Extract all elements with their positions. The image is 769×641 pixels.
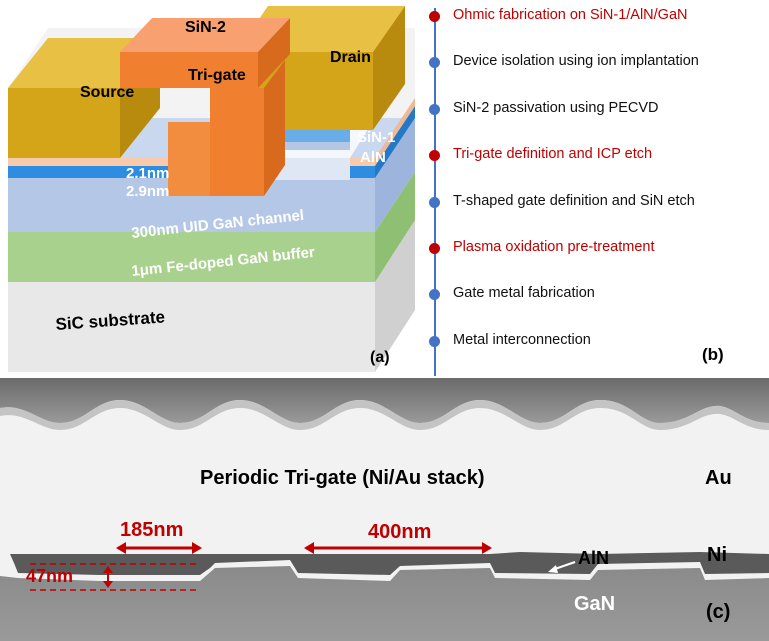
drain-side <box>373 6 405 130</box>
gan-channel-front <box>8 178 375 232</box>
gate-label: Tri-gate <box>188 67 246 84</box>
process-step-label: Tri-gate definition and ICP etch <box>453 146 653 163</box>
process-step-label: Gate metal fabrication <box>453 285 595 302</box>
aln-label: AlN <box>360 149 386 166</box>
process-step-label: Metal interconnection <box>453 331 591 348</box>
process-step-label: Device isolation using ion implantation <box>453 53 699 70</box>
sin2-label: SiN-2 <box>185 19 226 36</box>
drain-label: Drain <box>330 49 371 66</box>
step-dot <box>429 57 440 69</box>
gan-label: GaN <box>574 593 615 615</box>
sin1-layer-side <box>375 98 415 166</box>
panel-c-label: (c) <box>706 601 730 623</box>
tem-image-svg: 185nm 400nm 47nm Periodic Tri-gate (Ni/A… <box>0 378 769 641</box>
step-dot <box>429 11 440 22</box>
sic-substrate-side <box>375 220 415 372</box>
process-step-label: Plasma oxidation pre-treatment <box>453 239 655 255</box>
aln-pointer-head <box>548 565 558 573</box>
gate-head-side <box>258 18 290 88</box>
top-layer <box>0 378 769 423</box>
pitch-label: 400nm <box>368 521 431 543</box>
step-dot <box>429 243 440 254</box>
panel-b-label: (b) <box>702 345 724 364</box>
pitch-arrow-head-left <box>304 542 314 554</box>
aln-layer-side <box>375 106 415 178</box>
tem-title: Periodic Tri-gate (Ni/Au stack) <box>200 467 485 489</box>
gate-stem-front <box>210 88 264 196</box>
gate-stem-side <box>264 60 285 196</box>
gate-head-front <box>120 52 258 88</box>
panel-c-tem-image: 185nm 400nm 47nm Periodic Tri-gate (Ni/A… <box>0 378 769 641</box>
process-step-label: T-shaped gate definition and SiN etch <box>453 192 695 209</box>
source-label: Source <box>80 84 134 101</box>
au-label: Au <box>705 467 732 489</box>
step-dot <box>429 289 440 301</box>
step-dot <box>429 335 440 347</box>
panel-a-label: (a) <box>370 349 390 366</box>
aln-thickness-label: 2.9nm <box>126 183 169 200</box>
step-dot <box>429 196 440 208</box>
sin1-label: SiN-1 <box>357 129 395 146</box>
gan-buffer-side <box>375 172 415 282</box>
device-schematic-svg: SiN-2 Drain Tri-gate Source SiN-1 AlN 2.… <box>8 6 415 372</box>
process-step-label: SiN-2 passivation using PECVD <box>453 99 659 116</box>
ni-label: Ni <box>707 544 727 566</box>
gan-channel-side <box>375 118 415 232</box>
sin1-thickness-label: 2.1nm <box>126 165 169 182</box>
width-arrow-head-right <box>192 542 202 554</box>
depth-arrow-head-down <box>103 581 113 588</box>
source-front <box>8 88 120 158</box>
panel-b-process-flow: Ohmic fabrication on SiN-1/AlN/GaN Device… <box>420 0 769 378</box>
sic-substrate-front <box>8 282 375 372</box>
process-step-label: Ohmic fabrication on SiN-1/AlN/GaN <box>453 7 688 23</box>
depth-label: 47nm <box>26 566 73 586</box>
timeline-line <box>434 8 436 376</box>
gan-region <box>0 566 769 641</box>
top-interface <box>0 400 769 430</box>
aln-tem-label: AlN <box>578 548 609 568</box>
gate-stem-left <box>168 122 210 196</box>
gan-buffer-front <box>8 232 375 282</box>
depth-arrow-head-up <box>103 566 113 573</box>
panel-a-device-schematic: SiN-2 Drain Tri-gate Source SiN-1 AlN 2.… <box>0 0 420 378</box>
step-dot <box>429 150 440 162</box>
step-dot <box>429 103 440 115</box>
width-arrow-head-left <box>116 542 126 554</box>
ni-layer <box>0 552 769 575</box>
pitch-arrow-head-right <box>482 542 492 554</box>
gate-top <box>120 18 290 52</box>
width-label: 185nm <box>120 519 183 541</box>
